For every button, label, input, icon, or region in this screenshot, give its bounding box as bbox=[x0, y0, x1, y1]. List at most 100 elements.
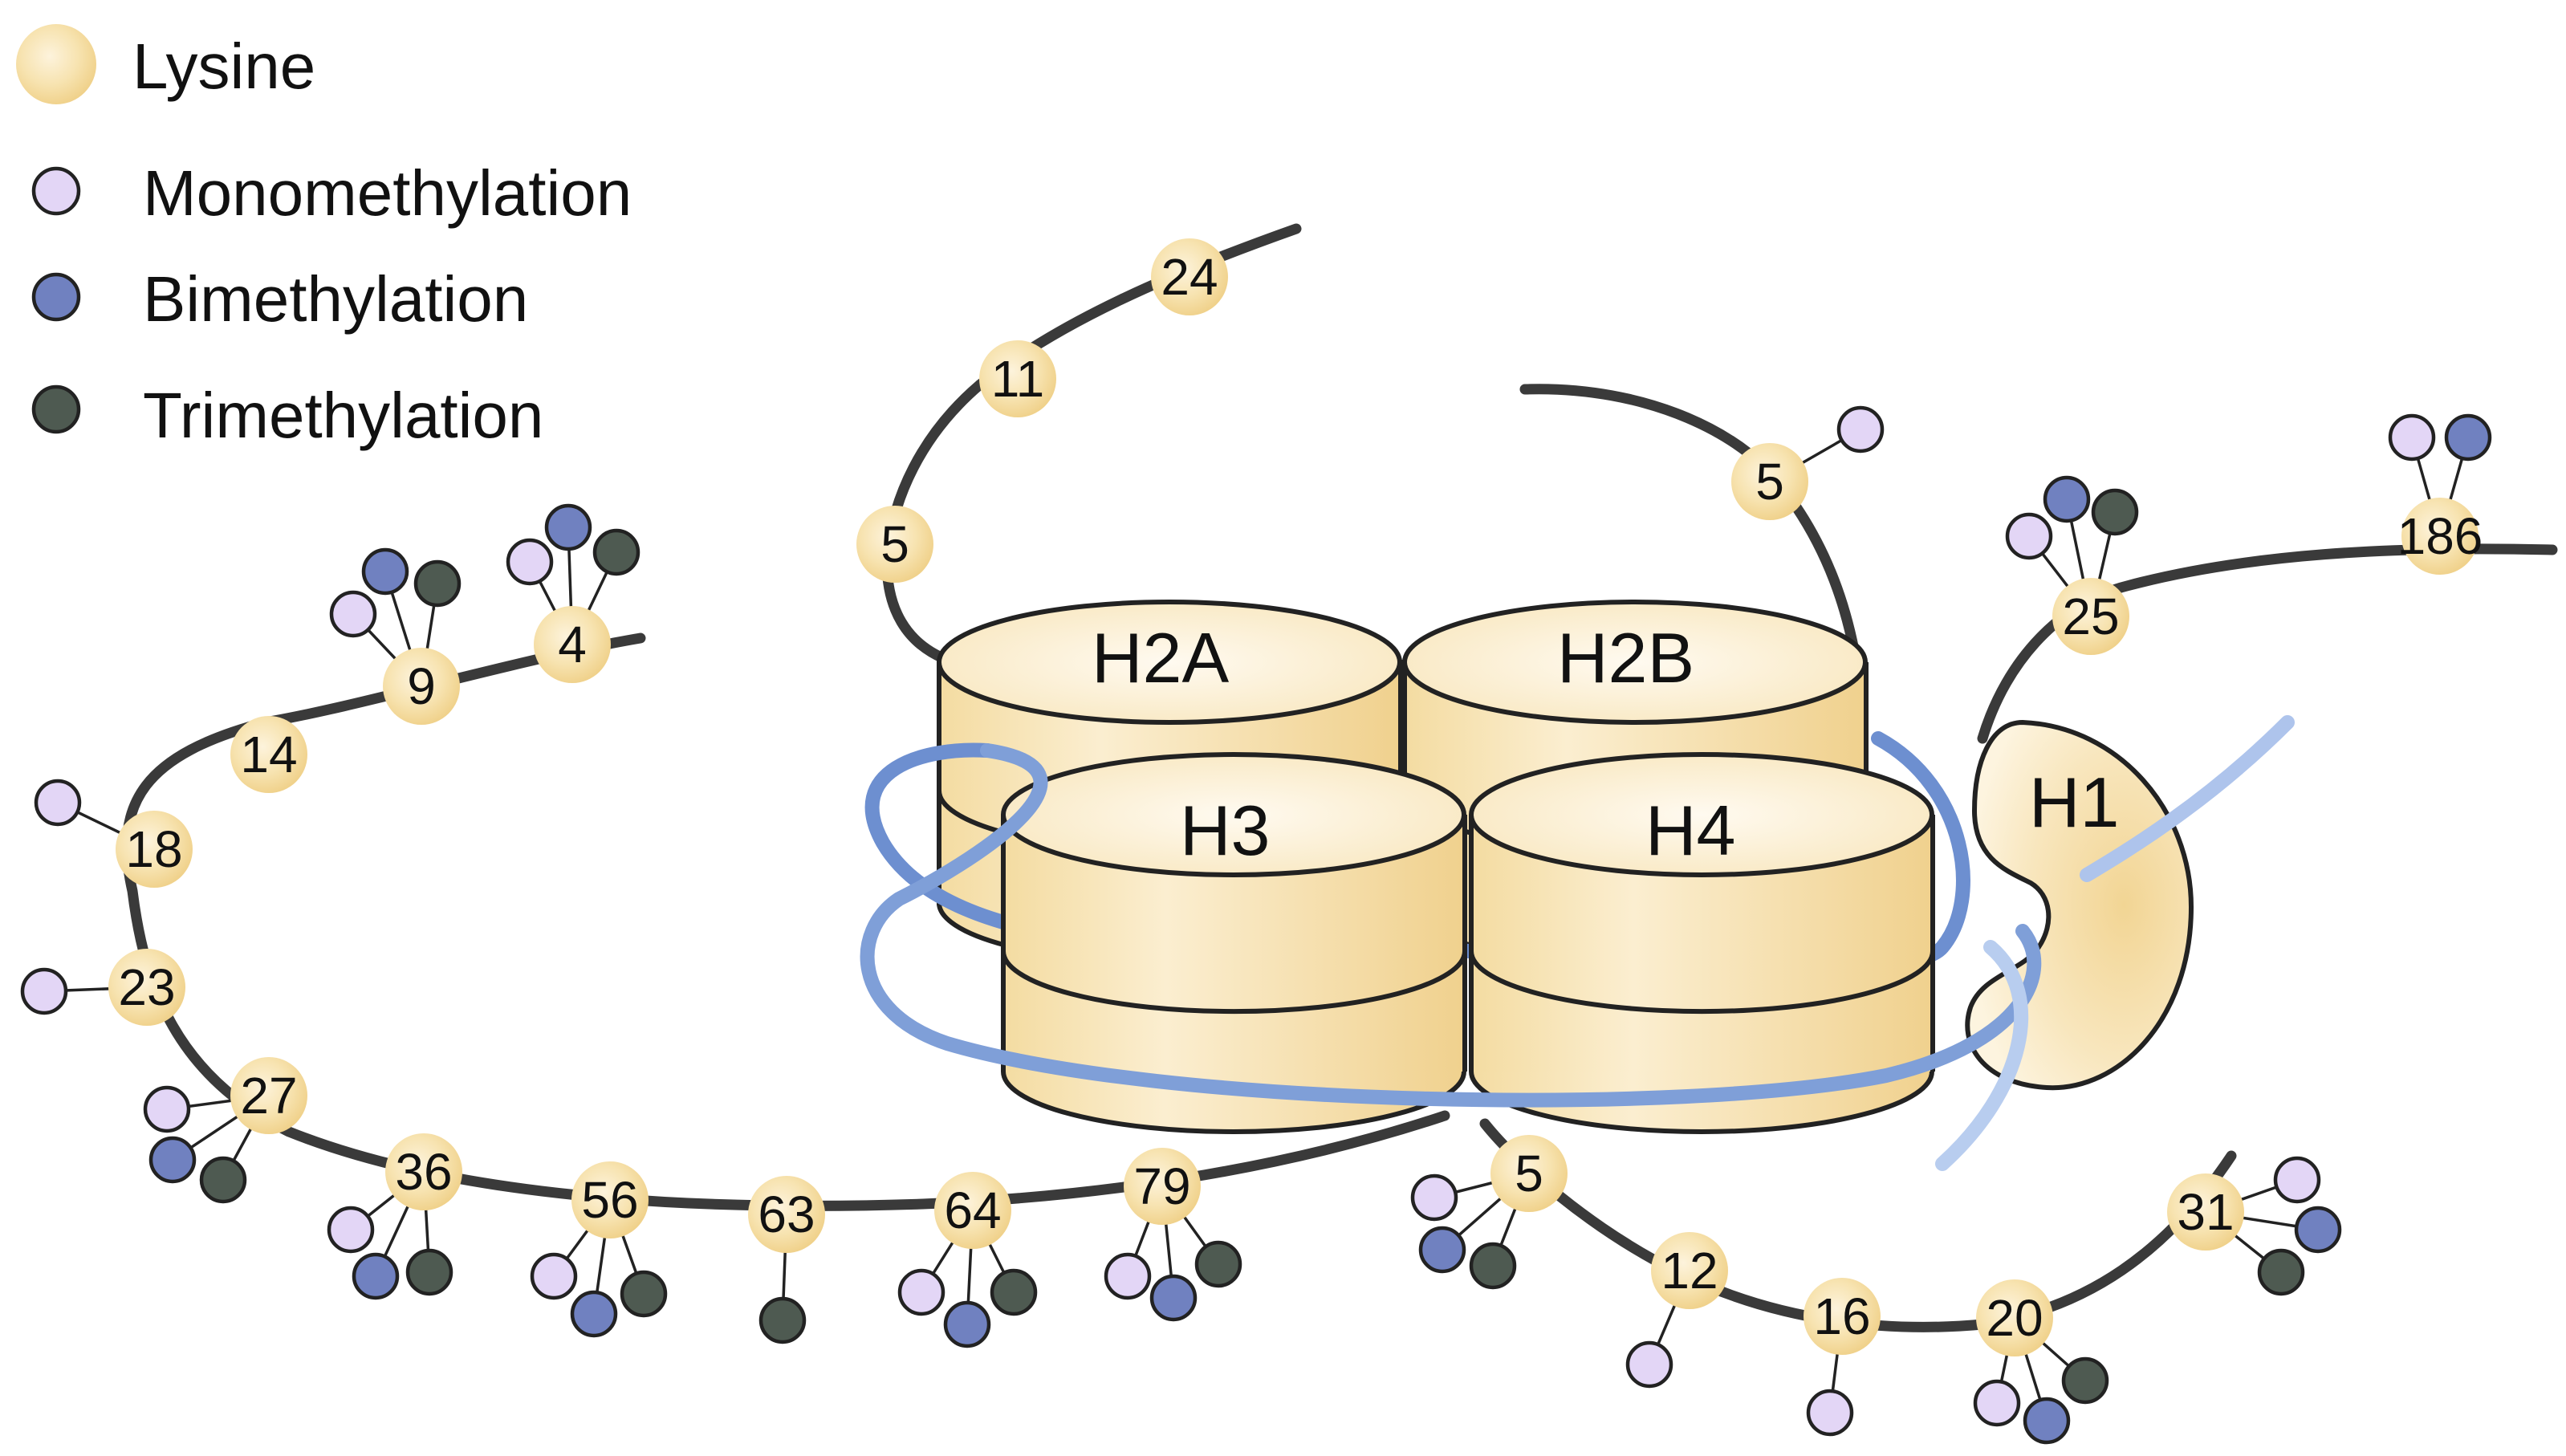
lysine-position-label: 64 bbox=[944, 1181, 1001, 1239]
dna-front bbox=[860, 715, 2295, 1171]
lysine-icon bbox=[1124, 1148, 1201, 1225]
bi-methyl-mark bbox=[2023, 1397, 2071, 1445]
mono-methyl-mark bbox=[1104, 1252, 1152, 1300]
lysine-icon bbox=[1151, 238, 1228, 315]
h4-cylinder bbox=[1469, 752, 1935, 1134]
lysine-icon bbox=[230, 1057, 307, 1134]
legend-bi-icon bbox=[31, 272, 81, 322]
lysine-h4-k31: 31 bbox=[2167, 1156, 2342, 1296]
lysine-h2a-k11: 11 bbox=[979, 340, 1056, 417]
mono-methyl-mark bbox=[34, 779, 82, 827]
lysine-h4-k12: 12 bbox=[1625, 1232, 1728, 1389]
tri-methyl-mark bbox=[2257, 1248, 2305, 1296]
lysine-position-label: 20 bbox=[1986, 1289, 2043, 1347]
lysine-h3-k14: 14 bbox=[230, 716, 307, 793]
lysine-h1-k186: 186 bbox=[2388, 413, 2492, 575]
legend-lysine-icon bbox=[16, 24, 96, 104]
mono-methyl-mark bbox=[143, 1085, 191, 1133]
lysine-position-label: 18 bbox=[125, 820, 182, 878]
tri-methyl-mark bbox=[620, 1270, 668, 1318]
tri-methyl-mark bbox=[1194, 1240, 1242, 1288]
lysine-icon bbox=[108, 949, 185, 1026]
lysine-icon bbox=[2167, 1173, 2244, 1251]
lysine-position-label: 5 bbox=[1515, 1145, 1543, 1202]
bi-methyl-mark bbox=[943, 1300, 991, 1348]
lysine-position-label: 23 bbox=[118, 958, 175, 1016]
lysine-icon bbox=[230, 716, 307, 793]
bi-methyl-mark bbox=[352, 1252, 400, 1300]
lysine-h3-k23: 23 bbox=[20, 949, 185, 1026]
lysine-icon bbox=[534, 606, 611, 683]
mono-methyl-mark bbox=[1410, 1173, 1458, 1222]
bi-methyl-mark bbox=[544, 503, 592, 551]
mono-methyl-mark bbox=[506, 538, 554, 586]
lysine-position-label: 24 bbox=[1161, 248, 1218, 306]
lysine-h2a-k5: 5 bbox=[856, 506, 933, 583]
lysine-h3-k18: 18 bbox=[34, 779, 193, 888]
lysine-icon bbox=[1731, 443, 1808, 520]
tri-methyl-mark bbox=[592, 528, 640, 576]
h2a-tail bbox=[881, 223, 1302, 664]
lysine-position-label: 56 bbox=[581, 1171, 638, 1229]
tri-methyl-mark bbox=[199, 1156, 247, 1204]
lysine-icon bbox=[2401, 498, 2479, 575]
dna-front-lower bbox=[2080, 715, 2295, 882]
h3-label: H3 bbox=[1180, 791, 1271, 870]
tri-methyl-mark bbox=[758, 1296, 807, 1344]
tri-methyl-mark bbox=[413, 559, 462, 608]
tri-methyl-mark bbox=[990, 1268, 1038, 1316]
lysine-icon bbox=[571, 1161, 649, 1238]
h2a-label: H2A bbox=[1092, 618, 1229, 697]
tri-methyl-mark bbox=[2061, 1356, 2109, 1405]
lysine-position-label: 11 bbox=[991, 350, 1044, 408]
lysine-h3-k4: 4 bbox=[506, 503, 640, 683]
bi-methyl-mark bbox=[148, 1136, 197, 1184]
lysine-icon bbox=[934, 1172, 1011, 1249]
h1-label: H1 bbox=[2029, 763, 2120, 842]
lysine-position-label: 5 bbox=[880, 515, 909, 573]
bi-methyl-mark bbox=[570, 1290, 618, 1338]
mono-methyl-mark bbox=[329, 590, 377, 638]
lysine-icon bbox=[1651, 1232, 1728, 1309]
lysine-position-label: 63 bbox=[758, 1186, 815, 1243]
lysine-h4-k16: 16 bbox=[1804, 1278, 1881, 1437]
dna-front-upper bbox=[860, 743, 2042, 1108]
lysine-icon bbox=[856, 506, 933, 583]
mono-methyl-mark bbox=[1625, 1340, 1673, 1389]
mono-methyl-mark bbox=[1973, 1379, 2021, 1427]
dna-exit-strand bbox=[1935, 940, 2029, 1171]
lysine-h2a-k24: 24 bbox=[1151, 238, 1228, 315]
legend-tri-label: Trimethylation bbox=[143, 380, 543, 451]
mono-methyl-mark bbox=[530, 1252, 578, 1300]
lysine-position-label: 79 bbox=[1133, 1157, 1190, 1215]
lysine-position-label: 14 bbox=[240, 726, 297, 783]
lysine-position-label: 36 bbox=[395, 1143, 452, 1201]
bi-methyl-mark bbox=[1418, 1226, 1466, 1274]
tri-methyl-mark bbox=[405, 1248, 453, 1296]
lysine-h3-k64: 64 bbox=[897, 1172, 1038, 1348]
mono-methyl-mark bbox=[2005, 512, 2053, 560]
lysine-position-label: 12 bbox=[1661, 1242, 1718, 1299]
bi-methyl-mark bbox=[361, 547, 409, 596]
bi-methyl-mark bbox=[1149, 1274, 1198, 1322]
mono-methyl-mark bbox=[2388, 413, 2436, 462]
legend-mono-icon bbox=[31, 166, 81, 216]
lysine-position-label: 31 bbox=[2177, 1183, 2234, 1241]
lysine-icon bbox=[979, 340, 1056, 417]
lysine-position-label: 5 bbox=[1755, 453, 1784, 510]
bi-methyl-mark bbox=[2444, 413, 2492, 462]
lysine-h4-k5: 5 bbox=[1410, 1135, 1568, 1290]
tri-methyl-mark bbox=[1469, 1242, 1517, 1290]
mono-methyl-mark bbox=[327, 1206, 375, 1254]
lysine-h3-k56: 56 bbox=[530, 1161, 668, 1338]
lysine-position-label: 25 bbox=[2062, 588, 2119, 645]
lysine-icon bbox=[748, 1176, 825, 1253]
lysine-icon bbox=[385, 1133, 462, 1210]
mono-methyl-mark bbox=[2273, 1156, 2321, 1204]
legend: Lysine Monomethylation Bimethylation Tri… bbox=[16, 24, 632, 451]
legend-mono-label: Monomethylation bbox=[143, 157, 632, 229]
lysine-position-label: 9 bbox=[407, 657, 436, 715]
